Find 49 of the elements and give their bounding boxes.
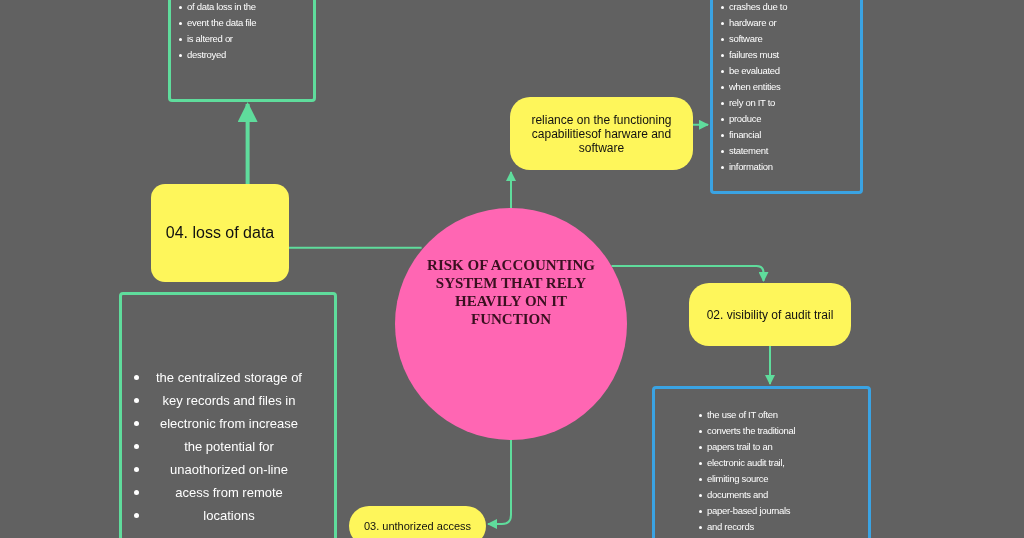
bullet-text: when entities	[729, 80, 781, 94]
bullet-text: key records and files in	[161, 392, 297, 410]
bullet-text: documents and	[707, 488, 769, 502]
bullet-text: and records	[707, 520, 754, 534]
bullet-text: the centralized storage of	[155, 369, 303, 387]
bullet-text: acess from remote	[174, 484, 284, 502]
bullet-text: elimiting source	[707, 472, 769, 486]
bullet-text: the use of IT often	[707, 408, 778, 422]
risk-label: 02. visibility of audit trail	[706, 307, 834, 322]
bullet-text: paper-based journals	[707, 504, 791, 518]
connector-arrow	[765, 345, 775, 385]
bullet-text: statement	[729, 144, 769, 158]
bullet-text: produce	[729, 112, 762, 126]
bullet-text: rely on IT to	[729, 96, 776, 110]
connector-arrow	[487, 439, 512, 529]
detail-box	[119, 292, 337, 538]
risk-box	[151, 184, 289, 282]
bullet-text: financial	[729, 128, 762, 142]
bullet-text: information	[729, 160, 773, 174]
bullet-text: electronic from increase	[159, 415, 299, 433]
topic-title: RISK OF ACCOUNTING SYSTEM THAT RELY HEAVILY ON IT FUNCTION	[427, 256, 595, 328]
connector-arrow	[237, 102, 258, 184]
bullet-text: papers trail to an	[707, 440, 773, 454]
bullet-text: electronic audit trail,	[707, 456, 785, 470]
bullet-text: software	[729, 32, 763, 46]
bullet-text: be evaluated	[729, 64, 780, 78]
bullet-text: hardware or	[729, 16, 777, 30]
risk-box	[510, 97, 693, 170]
bullet-text: crashes due to	[729, 0, 788, 14]
detail-box	[168, 0, 316, 102]
bullet-text: destroyed	[187, 48, 227, 62]
risk-label: reliance on the functioning capabilitiesof harware and software	[530, 112, 673, 155]
bullet-text: event the data file	[187, 16, 257, 30]
detail-box	[652, 386, 871, 538]
risk-box	[349, 506, 486, 538]
bullet-text: is altered or	[187, 32, 233, 46]
bullet-text: converts the traditional	[707, 424, 796, 438]
connector-arrow	[610, 265, 769, 282]
bullet-text: failures must	[729, 48, 779, 62]
connector-arrow	[692, 119, 709, 130]
connector-arrow	[506, 171, 516, 209]
bullet-text: the potential for	[183, 438, 275, 456]
detail-box	[710, 0, 863, 194]
risk-label: 04. loss of data	[165, 223, 275, 243]
bullet-text: unaothorized on-line	[169, 461, 289, 479]
risk-label: 03. unthorized access	[364, 519, 471, 533]
bullet-text: of data loss in the	[187, 0, 256, 14]
risk-box	[689, 283, 851, 346]
bullet-text: locations	[202, 507, 256, 525]
